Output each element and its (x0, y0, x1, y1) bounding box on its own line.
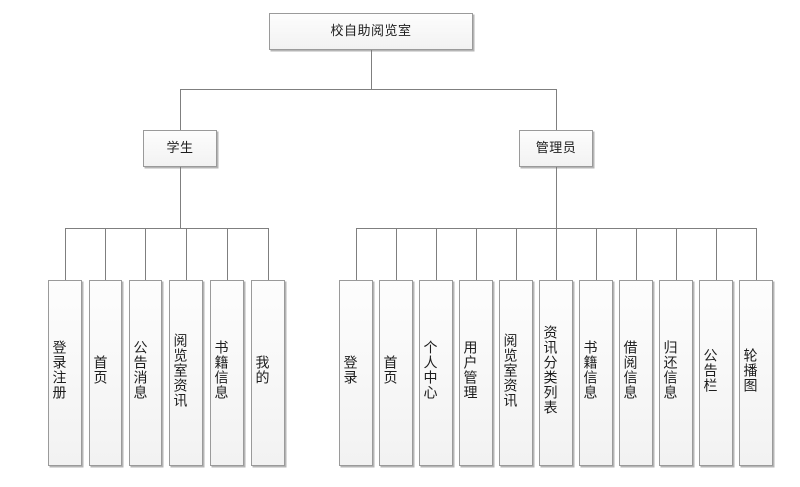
node-admin-child[interactable]: 书籍信息 (579, 280, 613, 466)
connector-level2-bus (180, 89, 557, 90)
connector-student-child-drop (227, 228, 228, 280)
connector-admin-child-drop (596, 228, 597, 280)
node-label: 书籍信息 (212, 340, 229, 400)
connector-student-child-drop (145, 228, 146, 280)
connector-admin-child-drop (436, 228, 437, 280)
node-root-label: 校自助阅览室 (330, 24, 412, 39)
connector-student-bus (65, 228, 268, 229)
node-label: 登录注册 (50, 340, 67, 400)
connector-admin-child-drop (476, 228, 477, 280)
node-admin-label: 管理员 (535, 141, 577, 156)
node-label: 登录 (341, 355, 358, 385)
node-label: 公告栏 (701, 347, 718, 393)
connector-student-child-drop (105, 228, 106, 280)
node-label: 我的 (253, 355, 270, 385)
connector-admin-child-drop (556, 228, 557, 280)
connector-admin-child-drop (356, 228, 357, 280)
connector-admin-child-drop (716, 228, 717, 280)
node-admin-child[interactable]: 个人中心 (419, 280, 453, 466)
node-admin-child[interactable]: 借阅信息 (619, 280, 653, 466)
node-root[interactable]: 校自助阅览室 (269, 13, 473, 50)
node-label: 轮播图 (741, 347, 758, 393)
connector-student-stem (180, 167, 181, 228)
connector-admin-child-drop (756, 228, 757, 280)
node-admin-child[interactable]: 用户管理 (459, 280, 493, 466)
node-label: 首页 (381, 355, 398, 385)
connector-admin-stem (556, 167, 557, 228)
node-label: 归还信息 (661, 340, 678, 400)
node-admin-child[interactable]: 登录 (339, 280, 373, 466)
node-admin-child[interactable]: 资讯分类列表 (539, 280, 573, 466)
node-admin[interactable]: 管理员 (519, 130, 593, 167)
connector-admin-child-drop (516, 228, 517, 280)
node-admin-child[interactable]: 首页 (379, 280, 413, 466)
node-label: 资讯分类列表 (541, 325, 558, 415)
node-student-child[interactable]: 书籍信息 (210, 280, 244, 466)
node-label: 阅览室资讯 (501, 332, 518, 408)
node-admin-child[interactable]: 公告栏 (699, 280, 733, 466)
node-label: 个人中心 (421, 340, 438, 400)
node-label: 公告消息 (131, 340, 148, 400)
connector-to-student (180, 89, 181, 130)
connector-admin-child-drop (676, 228, 677, 280)
node-label: 用户管理 (461, 340, 478, 400)
node-student-child[interactable]: 我的 (251, 280, 285, 466)
node-student-child[interactable]: 阅览室资讯 (169, 280, 203, 466)
connector-admin-child-drop (396, 228, 397, 280)
connector-student-child-drop (65, 228, 66, 280)
node-admin-child[interactable]: 轮播图 (739, 280, 773, 466)
node-student-child[interactable]: 登录注册 (48, 280, 82, 466)
connector-to-admin (556, 89, 557, 130)
connector-student-child-drop (268, 228, 269, 280)
node-admin-child[interactable]: 归还信息 (659, 280, 693, 466)
node-admin-child[interactable]: 阅览室资讯 (499, 280, 533, 466)
node-label: 首页 (91, 355, 108, 385)
node-label: 阅览室资讯 (171, 332, 188, 408)
node-label: 借阅信息 (621, 340, 638, 400)
connector-root-stem (371, 50, 372, 89)
node-student-child[interactable]: 公告消息 (129, 280, 162, 466)
node-student[interactable]: 学生 (143, 130, 217, 167)
node-label: 书籍信息 (581, 340, 598, 400)
connector-admin-child-drop (636, 228, 637, 280)
node-student-child[interactable]: 首页 (89, 280, 122, 466)
connector-student-child-drop (186, 228, 187, 280)
node-student-label: 学生 (166, 141, 194, 156)
